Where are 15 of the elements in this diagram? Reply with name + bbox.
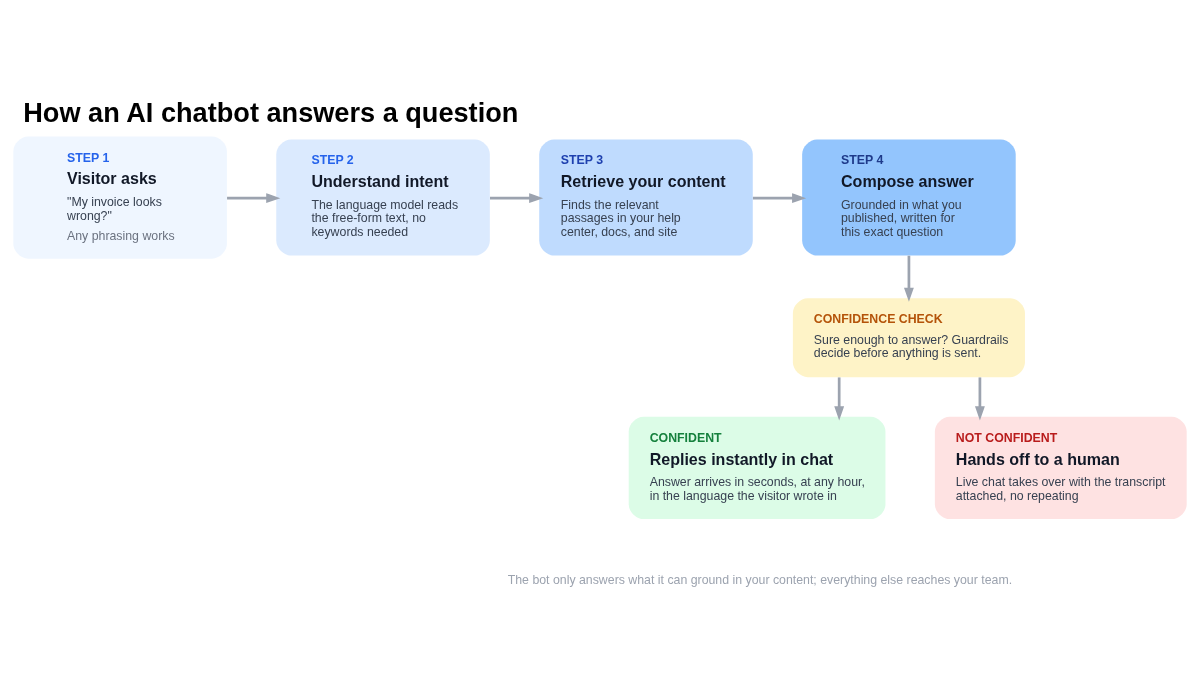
node-box: CONFIDENCE CHECK Sure enough to answer? Guardrails decide before anything is sent. — [792, 298, 1025, 378]
diagram-title: How an AI chatbot answers a question — [23, 97, 519, 129]
node-box: STEP 1 Visitor asks "My invoice looks wrong?" Any phrasing works — [13, 136, 227, 259]
arrow — [834, 377, 845, 421]
node-box: STEP 4 Compose answer Grounded in what you published, written for this exact question — [802, 139, 1016, 256]
caption: The bot only answers what it can ground in your content; everything else reaches your team. — [507, 572, 1013, 587]
node-box: STEP 2 Understand intent The language model reads the free-form text, no keywords needed — [276, 139, 490, 256]
arrow — [752, 193, 807, 204]
node-box: NOT CONFIDENT Hands off to a human Live chat takes over with the transcript attached, no repeating — [934, 416, 1187, 520]
node-box: CONFIDENT Replies instantly in chat Answer arrives in seconds, at any hour, in the language the visitor wrote in — [628, 416, 886, 520]
arrow — [490, 193, 544, 204]
arrow — [974, 377, 985, 421]
arrow — [904, 255, 914, 302]
node-box: STEP 3 Retrieve your content Finds the relevant passages in your help center, docs, and site — [539, 139, 753, 256]
arrow — [227, 193, 281, 204]
